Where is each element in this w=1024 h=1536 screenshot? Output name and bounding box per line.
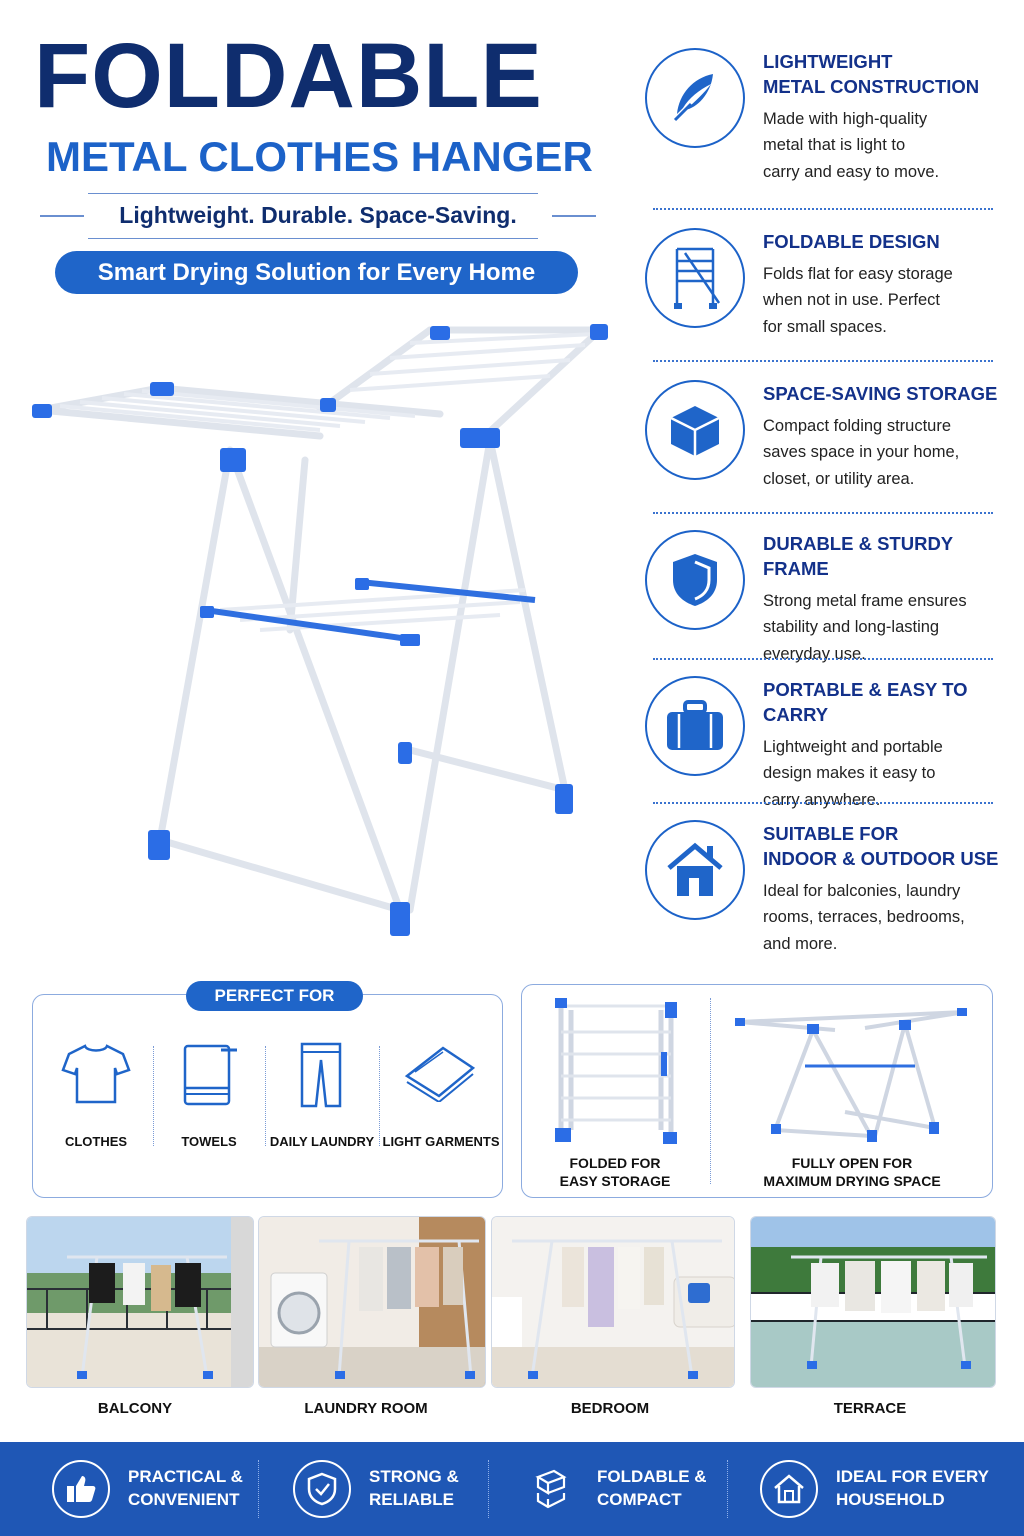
separator	[488, 1460, 489, 1518]
room-label: BEDROOM	[570, 1400, 650, 1417]
folded-rack-image	[555, 998, 677, 1144]
divider	[653, 512, 993, 514]
feature-desc: metal that is light to	[763, 136, 906, 155]
room-photo-balcony	[26, 1216, 254, 1388]
feature-desc: Strong metal frame ensures	[763, 591, 967, 610]
footer-text: STRONG &	[369, 1467, 459, 1487]
footer-text: PRACTICAL &	[128, 1467, 243, 1487]
divider	[653, 360, 993, 362]
feature-desc: rooms, terraces, bedrooms,	[763, 908, 965, 927]
room-label: BALCONY	[97, 1400, 173, 1417]
footer-text: RELIABLE	[369, 1490, 454, 1509]
hero-rack-image	[32, 324, 608, 936]
suitcase-icon	[645, 676, 745, 776]
pants-icon	[266, 1040, 376, 1110]
divider	[653, 208, 993, 210]
footer-item-foldable: FOLDABLE & COMPACT	[521, 1442, 737, 1536]
shield-check-icon	[293, 1460, 351, 1518]
thumbs-up-icon	[52, 1460, 110, 1518]
feature-desc: Folds flat for easy storage	[763, 264, 953, 283]
room-label: TERRACE	[833, 1400, 907, 1417]
page-title: FOLDABLE	[34, 25, 543, 127]
perfect-for-label: DAILY LAUNDRY	[269, 1134, 375, 1149]
feature-desc: saves space in your home,	[763, 443, 960, 462]
feature-desc: when not in use. Perfect	[763, 291, 941, 310]
feature-desc: carry anywhere.	[763, 790, 881, 809]
tshirt-icon	[41, 1040, 151, 1106]
tagline: Lightweight. Durable. Space-Saving.	[119, 202, 517, 228]
footer-text: FOLDABLE &	[597, 1467, 707, 1487]
feature-title: DURABLE & STURDY FRAME	[763, 533, 953, 579]
shield-icon	[645, 530, 745, 630]
feature-title: METAL CONSTRUCTION	[763, 75, 980, 97]
footer-text: HOUSEHOLD	[836, 1490, 945, 1509]
folded-cloth-icon	[385, 1040, 495, 1102]
footer-item-practical: PRACTICAL & CONVENIENT	[52, 1442, 268, 1536]
feature-title: LIGHTWEIGHT	[763, 51, 893, 72]
footer-item-strong: STRONG & RELIABLE	[293, 1442, 509, 1536]
room-photo-laundry	[258, 1216, 486, 1388]
feature-desc: everyday use.	[763, 644, 866, 663]
rack-states-panel	[521, 984, 993, 1198]
solution-pill: Smart Drying Solution for Every Home	[55, 251, 578, 294]
perfect-for-label: LIGHT GARMENTS	[382, 1134, 500, 1149]
separator	[153, 1046, 154, 1146]
house-icon	[645, 820, 745, 920]
folding-rack-icon	[645, 228, 745, 328]
towel-icon	[154, 1040, 264, 1110]
perfect-for-label: CLOTHES	[64, 1134, 128, 1149]
separator	[727, 1460, 728, 1518]
footer-bar	[0, 1442, 1024, 1536]
feature-desc: design makes it easy to	[763, 764, 936, 783]
feature-title: SUITABLE FOR	[763, 823, 899, 844]
feature-desc: Compact folding structure	[763, 416, 952, 435]
room-label: LAUNDRY ROOM	[304, 1400, 428, 1417]
perfect-for-label: TOWELS	[181, 1134, 237, 1149]
feature-desc: for small spaces.	[763, 317, 887, 336]
feature-desc: Made with high-quality	[763, 109, 928, 128]
feature-title: SPACE-SAVING STORAGE	[763, 383, 998, 404]
feature-desc: carry and easy to move.	[763, 162, 940, 181]
fold-icon	[521, 1460, 579, 1518]
separator	[710, 998, 711, 1184]
open-rack-image	[735, 1008, 967, 1142]
feature-title: INDOOR & OUTDOOR USE	[763, 847, 999, 869]
feature-desc: Ideal for balconies, laundry	[763, 881, 961, 900]
footer-text: IDEAL FOR EVERY	[836, 1467, 990, 1487]
room-photo-terrace	[750, 1216, 996, 1388]
cube-icon	[645, 380, 745, 480]
separator	[265, 1046, 266, 1146]
separator	[379, 1046, 380, 1146]
feature-desc: closet, or utility area.	[763, 469, 915, 488]
divider	[653, 658, 993, 660]
feature-desc: Lightweight and portable	[763, 737, 943, 756]
footer-text: CONVENIENT	[128, 1490, 240, 1509]
feature-title: PORTABLE & EASY TO CARRY	[763, 679, 968, 725]
tagline-banner: Lightweight. Durable. Space-Saving.	[40, 193, 596, 239]
footer-item-household: IDEAL FOR EVERY HOUSEHOLD	[760, 1442, 996, 1536]
page-subtitle: METAL CLOTHES HANGER	[46, 133, 593, 180]
footer-text: COMPACT	[597, 1490, 682, 1509]
home-icon	[760, 1460, 818, 1518]
perfect-for-badge: PERFECT FOR	[186, 981, 363, 1011]
room-photo-bedroom	[491, 1216, 735, 1388]
divider	[653, 802, 993, 804]
feature-title: FOLDABLE DESIGN	[763, 231, 940, 252]
feather-icon	[645, 48, 745, 148]
feature-desc: stability and long-lasting	[763, 618, 940, 637]
separator	[258, 1460, 259, 1518]
feature-desc: and more.	[763, 934, 838, 953]
